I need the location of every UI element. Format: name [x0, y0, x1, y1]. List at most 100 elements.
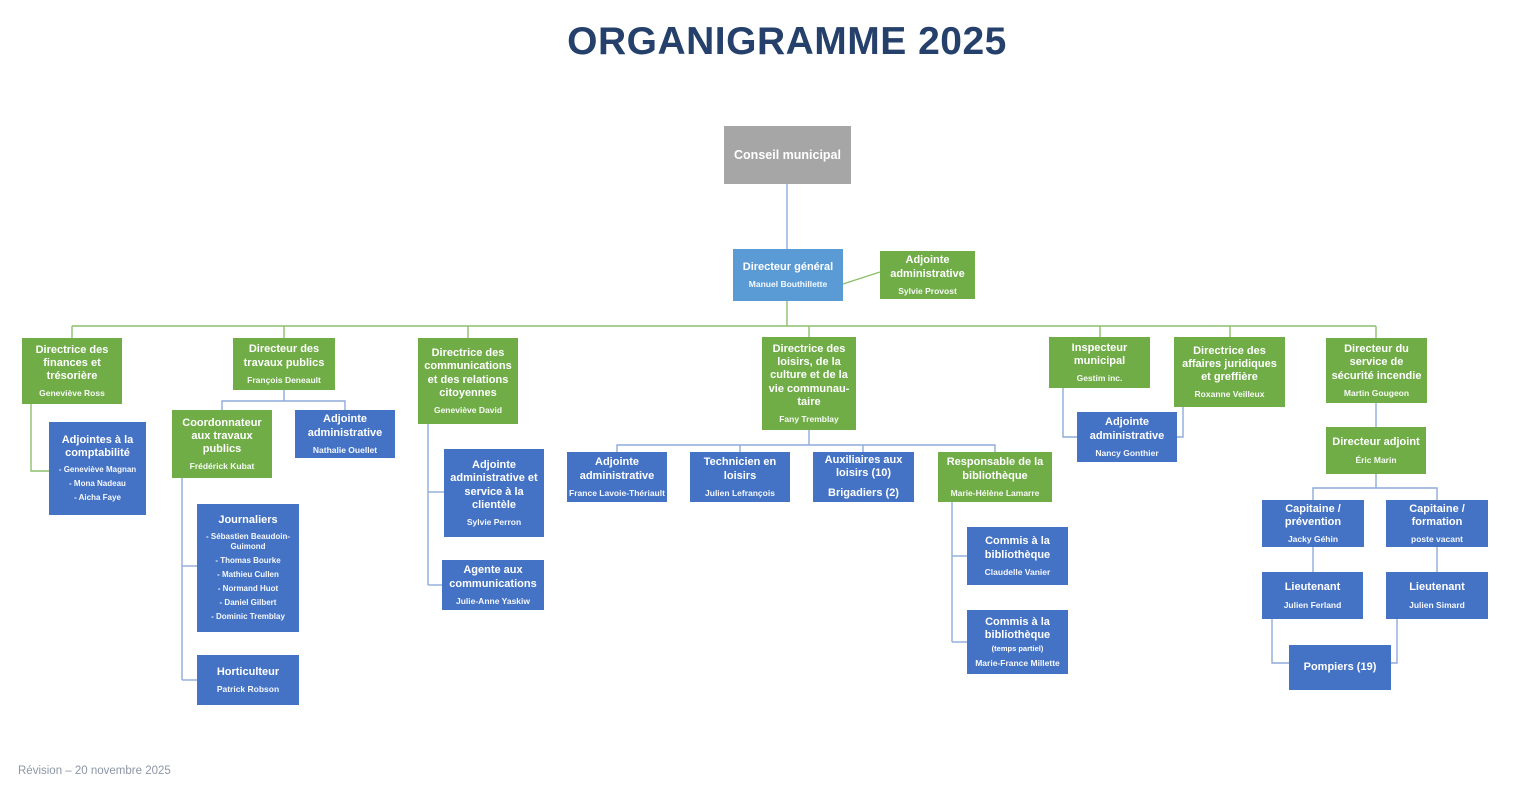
node-title: Adjointe administrative [1089, 416, 1165, 442]
node-person: Martin Gougeon [1343, 387, 1410, 398]
node-person: Frédérick Kubat [189, 461, 255, 472]
org-node-directeur-travaux-publics: Directeur des travaux publics François D… [233, 338, 335, 390]
node-title: Conseil municipal [734, 147, 841, 162]
member-name: - Geneviève Magnan [58, 465, 137, 475]
node-person: Geneviève David [433, 404, 503, 415]
node-person: François Deneault [247, 374, 321, 385]
node-title: Coordonnateur aux travaux publics [182, 416, 262, 456]
node-person: Julien Lefrançois [705, 487, 775, 498]
node-person: Marie-France Millette [975, 658, 1060, 669]
node-title: Directeur des travaux publics [243, 343, 325, 369]
node-title: Journaliers [218, 513, 278, 526]
org-node-lieutenant-ferland: Lieutenant Julien Ferland [1262, 572, 1363, 619]
member-name: - Mona Nadeau [69, 479, 126, 489]
org-node-directrice-communications: Directrice des communications et des rel… [418, 338, 518, 424]
org-node-adjointe-administrative-travaux: Adjointe administrative Nathalie Ouellet [295, 410, 395, 458]
node-person: France Lavoie-Thériault [569, 487, 665, 498]
org-node-responsable-bibliotheque: Responsable de la bibliothèque Marie-Hél… [938, 452, 1052, 502]
node-person: Nathalie Ouellet [312, 444, 378, 455]
org-node-inspecteur-municipal: Inspecteur municipal Gestim inc. [1049, 337, 1150, 388]
node-title: Adjointe administrative [890, 254, 965, 280]
node-person: Sylvie Perron [466, 516, 522, 527]
member-name: - Thomas Bourke [215, 556, 281, 566]
org-node-directrice-affaires-juridiques: Directrice des affaires juridiques et gr… [1174, 337, 1285, 407]
node-title: Technicien en loisirs [703, 456, 777, 482]
node-title: Directrice des communications et des rel… [424, 347, 512, 399]
org-node-horticulteur: Horticulteur Patrick Robson [197, 655, 299, 705]
org-node-capitaine-prevention: Capitaine / prévention Jacky Géhin [1262, 500, 1364, 547]
page-title: ORGANIGRAMME 2025 [567, 20, 1007, 63]
node-title-secondary: Brigadiers (2) [828, 487, 899, 500]
node-person: Roxanne Veilleux [1194, 389, 1265, 400]
org-node-adjointe-service-clientele: Adjointe administrative et service à la … [444, 449, 544, 537]
node-title: Directeur général [742, 260, 834, 273]
node-person: Julie-Anne Yaskiw [455, 595, 530, 606]
node-title: Directeur adjoint [1332, 436, 1420, 449]
node-person: poste vacant [1411, 534, 1463, 545]
org-node-adjointe-administrative-inspecteur: Adjointe administrative Nancy Gonthier [1077, 412, 1177, 462]
node-person: Manuel Bouthillette [748, 279, 828, 290]
node-title: Inspecteur municipal [1071, 341, 1128, 367]
node-title: Auxiliaires aux loisirs (10) [824, 453, 903, 479]
org-node-coordonnateur-travaux: Coordonnateur aux travaux publics Frédér… [172, 410, 272, 478]
node-title: Directrice des loisirs, de la culture et… [768, 343, 850, 408]
member-name: - Sébastien Beaudoin-Guimond [205, 532, 290, 552]
org-node-adjointe-administrative-dg: Adjointe administrative Sylvie Provost [880, 251, 975, 299]
org-node-capitaine-formation: Capitaine / formation poste vacant [1386, 500, 1488, 547]
node-title: Lieutenant [1409, 581, 1465, 594]
node-person: Jacky Géhin [1287, 534, 1339, 545]
node-title: Directrice des affaires juridiques et gr… [1182, 344, 1277, 384]
node-title: Lieutenant [1284, 581, 1341, 594]
node-title: Adjointes à la comptabilité [61, 433, 134, 459]
node-person: Sylvie Provost [898, 285, 957, 296]
node-person: Julien Ferland [1283, 599, 1342, 610]
node-person: Fany Tremblay [779, 413, 839, 424]
member-name: - Normand Huot [217, 584, 279, 594]
org-node-pompiers: Pompiers (19) [1289, 645, 1391, 690]
node-title: Horticulteur [216, 665, 280, 678]
node-title: Adjointe administrative [307, 413, 383, 439]
node-person: Claudelle Vanier [984, 566, 1051, 577]
node-person: Julien Simard [1409, 599, 1465, 610]
node-title: Capitaine / formation [1409, 502, 1465, 528]
org-node-directrice-finances: Directrice des finances et trésorière Ge… [22, 338, 122, 404]
node-title: Commis à la bibliothèque [984, 535, 1051, 561]
org-node-directeur-general: Directeur général Manuel Bouthillette [733, 249, 843, 301]
member-name: - Aicha Faye [74, 493, 121, 503]
org-node-adjointes-comptabilite: Adjointes à la comptabilité - Geneviève … [49, 422, 146, 515]
node-members: - Sébastien Beaudoin-Guimond - Thomas Bou… [199, 528, 297, 622]
org-node-directeur-securite-incendie: Directeur du service de sécurité incendi… [1326, 338, 1427, 403]
node-title: Adjointe administrative [579, 456, 655, 482]
member-name: - Daniel Gilbert [219, 598, 277, 608]
node-person: Nancy Gonthier [1095, 447, 1159, 458]
node-person: Patrick Robson [216, 684, 280, 695]
org-node-journaliers: Journaliers - Sébastien Beaudoin-Guimond… [197, 504, 299, 632]
node-title: Responsable de la bibliothèque [946, 456, 1044, 482]
node-person: Marie-Hélène Lamarre [950, 487, 1040, 498]
org-node-agente-communications: Agente aux communications Julie-Anne Yas… [442, 560, 544, 610]
node-members: - Geneviève Magnan - Mona Nadeau - Aicha F… [59, 461, 136, 503]
org-node-directrice-loisirs: Directrice des loisirs, de la culture et… [762, 337, 856, 430]
org-node-directeur-adjoint-incendie: Directeur adjoint Éric Marin [1326, 427, 1426, 474]
org-node-commis-bibliotheque: Commis à la bibliothèque Claudelle Vanie… [967, 527, 1068, 585]
node-note: (temps partiel) [991, 644, 1044, 654]
node-person: Gestim inc. [1076, 373, 1123, 384]
org-node-adjointe-administrative-loisirs: Adjointe administrative France Lavoie-Th… [567, 452, 667, 502]
org-node-conseil-municipal: Conseil municipal [724, 126, 851, 184]
member-name: - Dominic Tremblay [211, 612, 285, 622]
org-node-technicien-loisirs: Technicien en loisirs Julien Lefrançois [690, 452, 790, 502]
node-title: Directrice des finances et trésorière [35, 343, 109, 383]
org-node-auxiliaires-loisirs-brigadiers: Auxiliaires aux loisirs (10) Brigadiers … [813, 452, 914, 502]
node-title: Agente aux communications [449, 564, 537, 590]
org-node-lieutenant-simard: Lieutenant Julien Simard [1386, 572, 1488, 619]
node-person: Geneviève Ross [39, 388, 105, 399]
revision-date: Révision – 20 novembre 2025 [18, 765, 171, 777]
node-title: Capitaine / prévention [1284, 502, 1342, 528]
node-title: Commis à la bibliothèque [984, 615, 1051, 641]
org-node-commis-bibliotheque-temps-partiel: Commis à la bibliothèque (temps partiel)… [967, 610, 1068, 674]
node-title: Adjointe administrative et service à la … [450, 459, 538, 511]
node-title: Pompiers (19) [1303, 660, 1377, 673]
node-person: Éric Marin [1355, 454, 1397, 465]
node-title: Directeur du service de sécurité incendi… [1331, 343, 1422, 382]
member-name: - Mathieu Cullen [217, 570, 279, 580]
